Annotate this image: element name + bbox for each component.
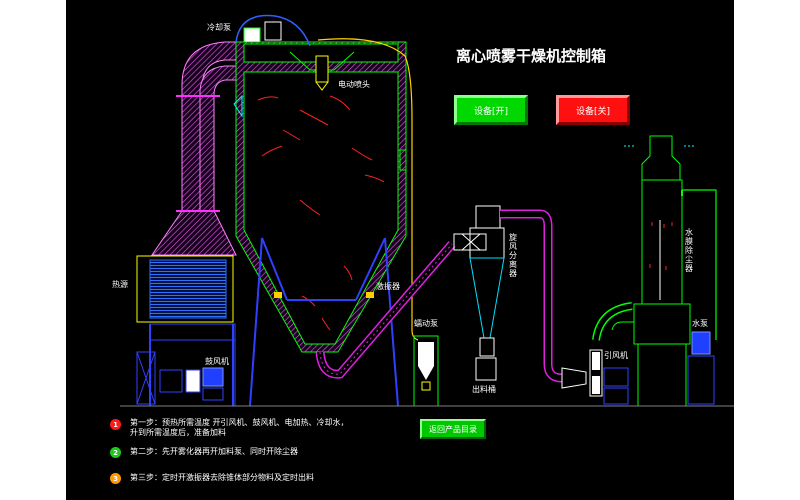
cyclone-separator	[453, 205, 563, 383]
water-pump	[687, 331, 715, 405]
induced-fan-unit	[561, 302, 633, 405]
step-1-number: 1	[110, 419, 121, 430]
discharge-bucket-label: 出料桶	[472, 385, 496, 394]
transfer-duct	[315, 241, 456, 379]
heat-source-label: 热源	[112, 280, 128, 289]
blower-label: 鼓风机	[205, 357, 229, 366]
induced-fan-label: 引风机	[604, 351, 628, 360]
device-off-button[interactable]: 设备[关]	[556, 95, 630, 125]
step-1-text: 第一步：预热所需温度 开引风机、鼓风机、电加热、冷却水， 升到所需温度后，准备加…	[130, 418, 349, 438]
vibrator-label: 激振器	[376, 282, 400, 291]
electric-nozzle-label: 电动喷头	[338, 80, 370, 89]
peristaltic-pump	[413, 335, 439, 407]
step-3-text: 第三步：定时开激振器去除锥体部分物料及定时出料	[130, 473, 314, 482]
step-2-text: 第二步：先开雾化器再开加料泵、同时开除尘器	[130, 447, 298, 456]
hot-air-duct	[151, 41, 241, 256]
cyclone-separator-label: 旋风分离器	[509, 233, 517, 278]
blower-unit	[136, 351, 224, 405]
step-1-line-1: 第一步：预热所需温度 开引风机、鼓风机、电加热、冷却水，	[130, 418, 349, 427]
peristaltic-pump-label: 蠕动泵	[414, 319, 438, 328]
device-on-button[interactable]: 设备[开]	[454, 95, 528, 125]
step-1-line-2: 升到所需温度后，准备加料	[130, 428, 226, 437]
step-3-number: 3	[110, 473, 121, 484]
back-to-catalog-button[interactable]: 返回产品目录	[420, 419, 486, 439]
step-2-number: 2	[110, 447, 121, 458]
page-title: 离心喷雾干燥机控制箱	[456, 47, 607, 65]
water-film-scrubber	[611, 135, 717, 407]
cooling-pump-label: 冷却泵	[207, 23, 231, 32]
water-pump-label: 水泵	[692, 319, 708, 328]
drying-chamber	[233, 14, 419, 407]
water-film-scrubber-label: 水膜除尘器	[685, 228, 693, 273]
